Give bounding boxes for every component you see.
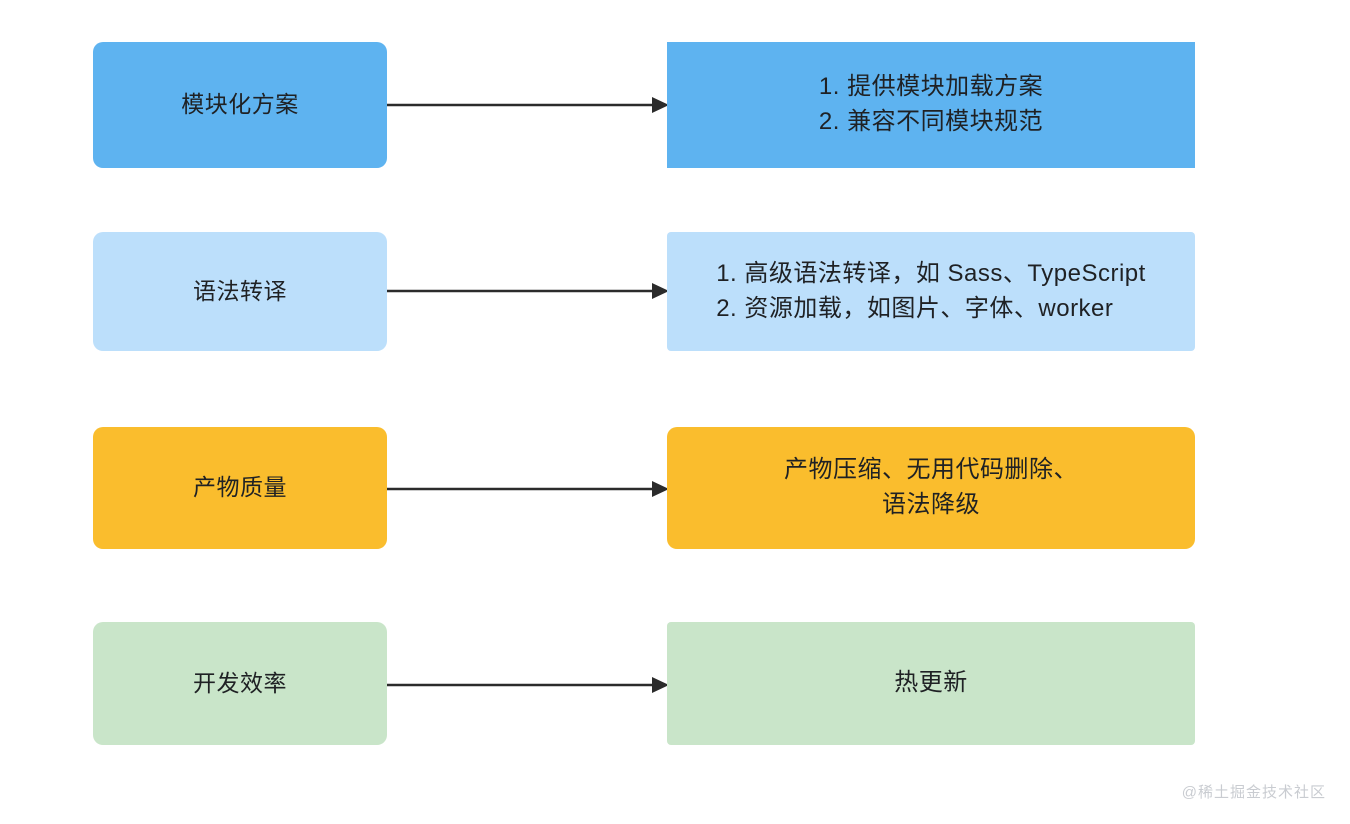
target-node-syntax-transpile[interactable]: 1. 高级语法转译，如 Sass、TypeScript 2. 资源加载，如图片、… [667,232,1195,351]
source-node-output-quality[interactable]: 产物质量 [93,427,387,549]
target-node-modularization[interactable]: 1. 提供模块加载方案 2. 兼容不同模块规范 [667,42,1195,168]
flow-row-dev-efficiency: 开发效率 热更新 [0,622,1350,745]
target-node-output-quality[interactable]: 产物压缩、无用代码删除、 语法降级 [667,427,1195,549]
flow-row-syntax-transpile: 语法转译 1. 高级语法转译，如 Sass、TypeScript 2. 资源加载… [0,232,1350,351]
source-node-dev-efficiency[interactable]: 开发效率 [93,622,387,745]
source-node-syntax-transpile[interactable]: 语法转译 [93,232,387,351]
source-node-modularization[interactable]: 模块化方案 [93,42,387,168]
arrow-connector-syntax-transpile [387,283,669,299]
arrow-connector-output-quality [387,481,669,497]
target-node-dev-efficiency[interactable]: 热更新 [667,622,1195,745]
watermark-label: @稀土掘金技术社区 [1181,784,1326,801]
flow-row-modularization: 模块化方案 1. 提供模块加载方案 2. 兼容不同模块规范 [0,42,1350,168]
flow-row-output-quality: 产物质量 产物压缩、无用代码删除、 语法降级 [0,427,1350,549]
arrow-connector-modularization [387,97,669,113]
arrow-connector-dev-efficiency [387,677,669,693]
